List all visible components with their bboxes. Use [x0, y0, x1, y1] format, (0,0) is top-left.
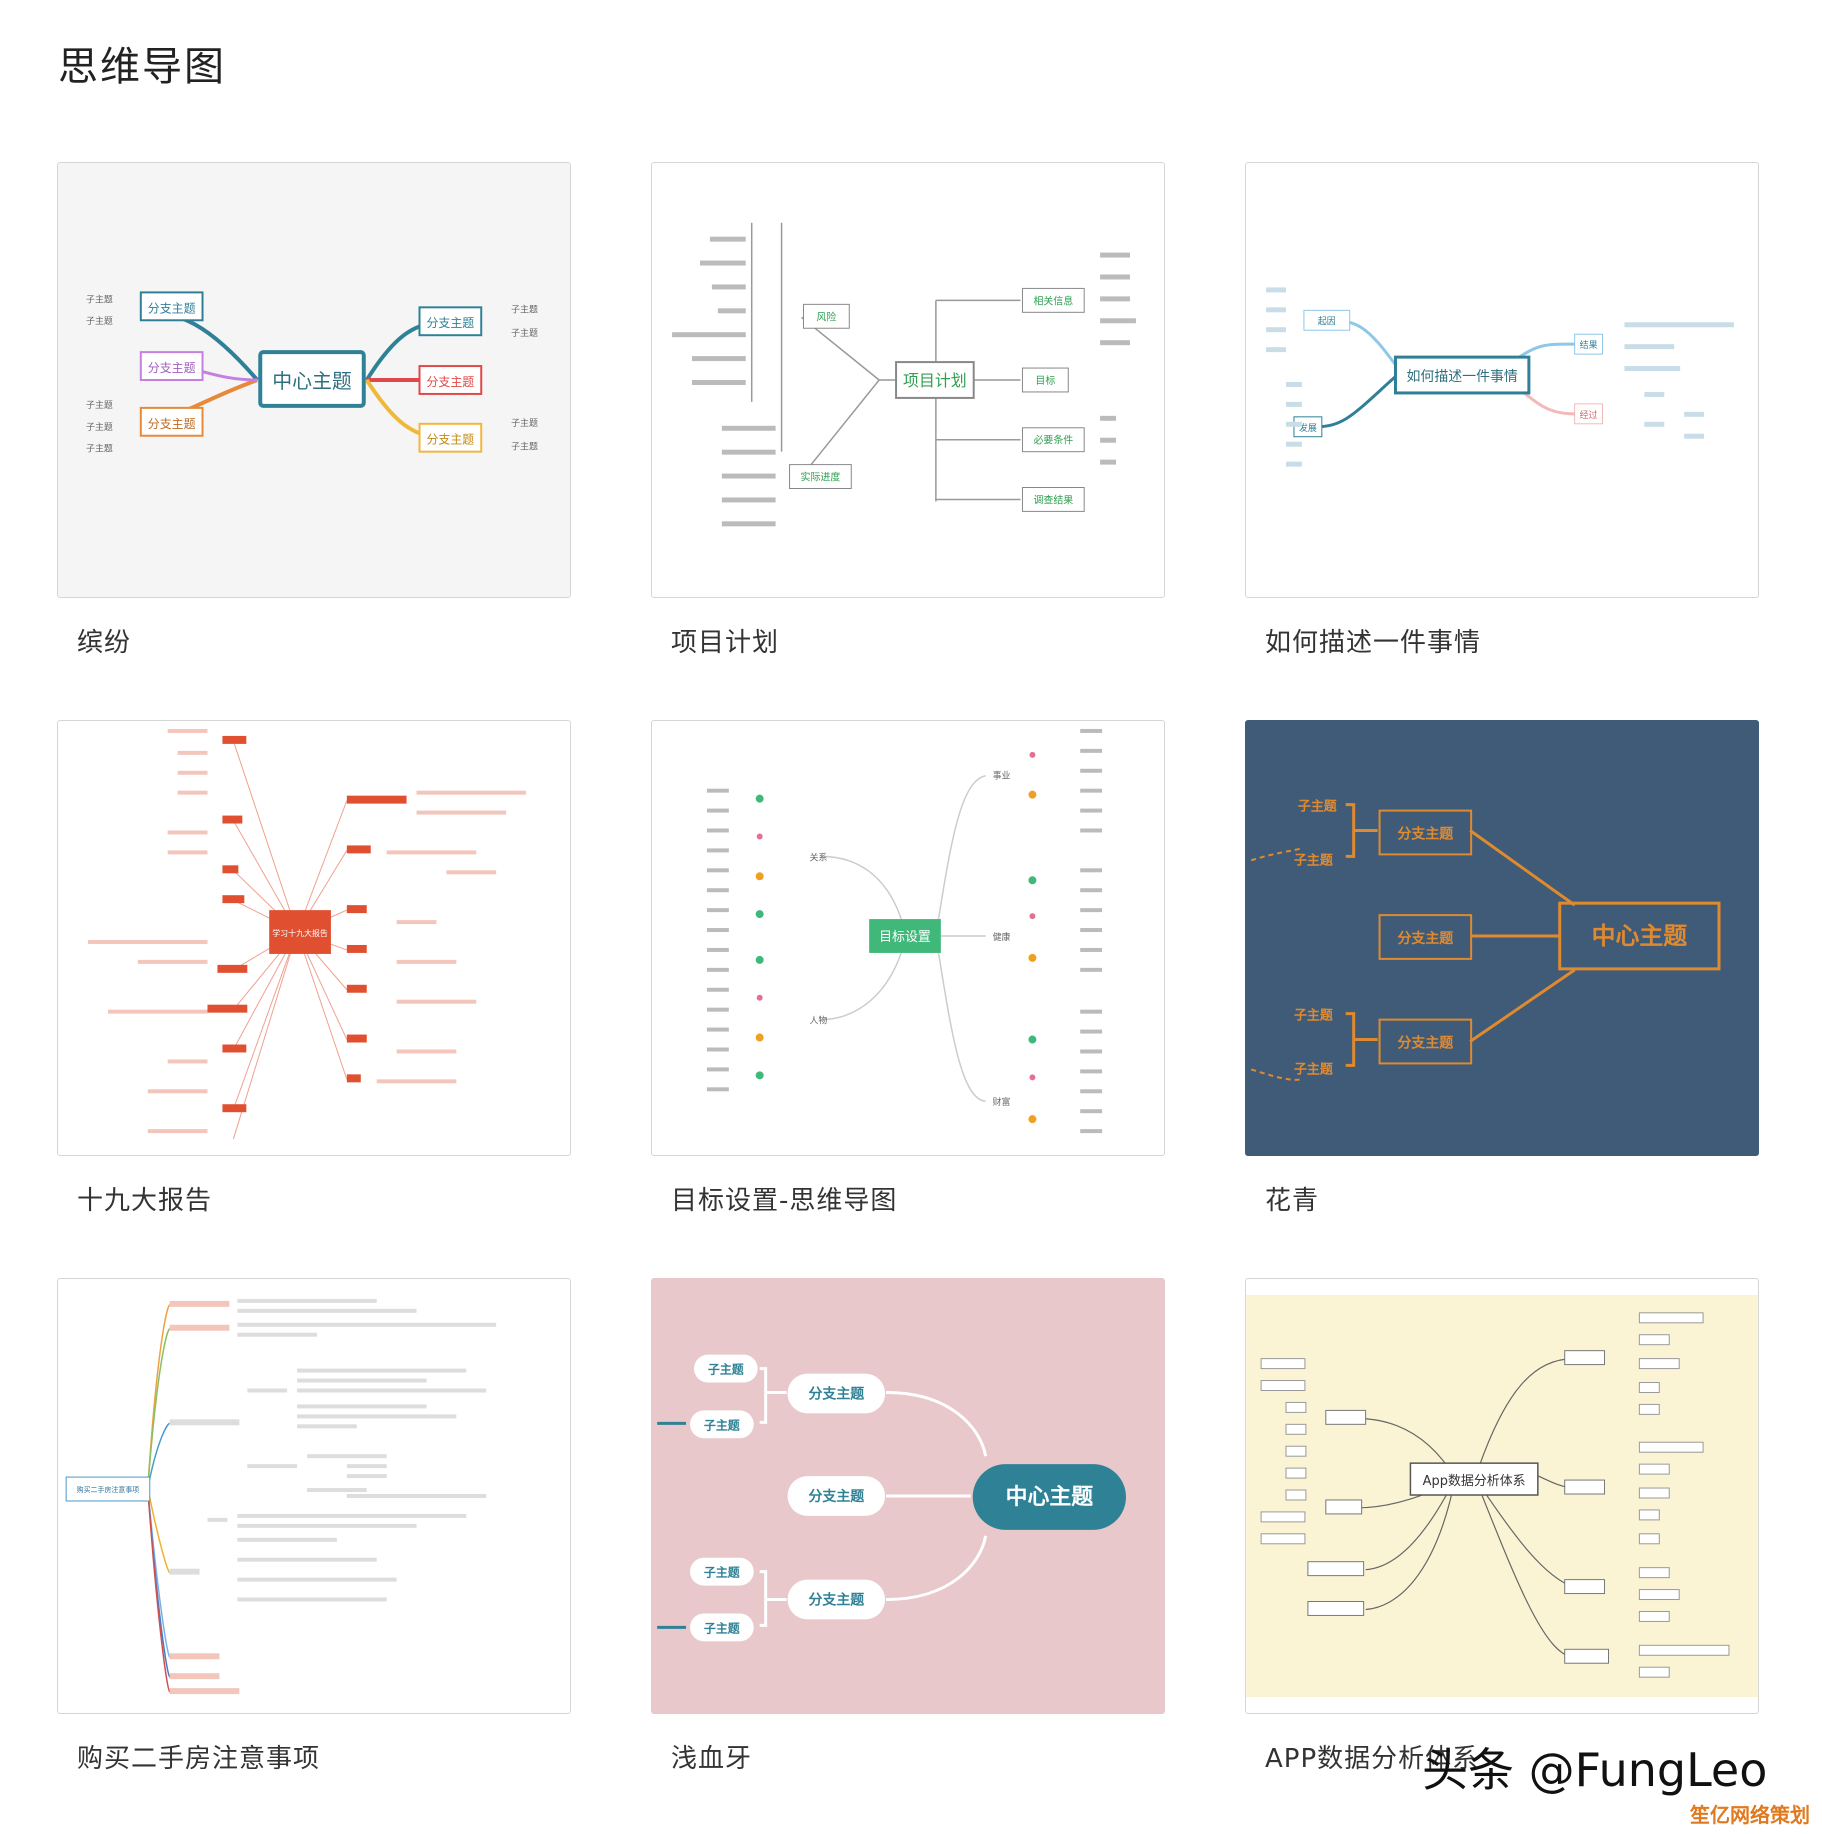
mindmap-preview: 如何描述一件事情 起因 结果 发展 经过	[1266, 287, 1734, 467]
svg-text:购买二手房注意事项: 购买二手房注意事项	[77, 1485, 140, 1494]
template-title-app-analysis[interactable]: APP数据分析体系	[1265, 1744, 1480, 1774]
svg-text:分支主题: 分支主题	[148, 361, 196, 375]
template-title-second-hand-house[interactable]: 购买二手房注意事项	[77, 1744, 321, 1774]
mindmap-preview: 项目计划 风险 相关信息 目标 必要条件 调查结果 实际进度	[672, 222, 1136, 527]
template-title-light-blood-tooth[interactable]: 浅血牙	[671, 1744, 753, 1774]
svg-text:风险: 风险	[816, 310, 836, 323]
watermark-text: 头条 @FungLeo	[1422, 1743, 1768, 1797]
svg-text:App数据分析体系: App数据分析体系	[1423, 1474, 1526, 1489]
mindmap-preview: 目标设置 事业 健康 财富 关系 人物	[706, 728, 1103, 1134]
svg-text:子主题: 子主题	[1294, 1061, 1333, 1077]
mindmap-preview: 学习十九大报告	[88, 728, 527, 1140]
svg-text:调查结果: 调查结果	[1033, 493, 1073, 506]
svg-text:分支主题: 分支主题	[808, 1488, 864, 1505]
mindmap-preview: 中心主题 分支主题 分支主题 分支主题 子主题 子主题 子主题 子主题	[657, 1354, 1126, 1642]
svg-text:项目计划: 项目计划	[903, 371, 967, 390]
svg-text:学习十九大报告: 学习十九大报告	[272, 928, 328, 938]
svg-text:子主题: 子主题	[511, 417, 538, 429]
svg-text:人物: 人物	[809, 1015, 827, 1027]
svg-text:子主题: 子主题	[86, 443, 113, 455]
svg-text:子主题: 子主题	[704, 1620, 740, 1635]
svg-text:事业: 事业	[993, 770, 1011, 782]
svg-text:子主题: 子主题	[511, 327, 538, 339]
svg-text:起因: 起因	[1318, 316, 1336, 327]
svg-text:分支主题: 分支主题	[1398, 930, 1454, 947]
template-card-huaqing[interactable]: 中心主题 分支主题 分支主题 分支主题 子主题 子主题 子主题 子主题	[1245, 720, 1759, 1156]
template-title-describe-event[interactable]: 如何描述一件事情	[1265, 628, 1482, 658]
template-title-project-plan[interactable]: 项目计划	[671, 628, 780, 658]
svg-text:中心主题: 中心主题	[1006, 1485, 1094, 1510]
svg-text:实际进度: 实际进度	[801, 471, 841, 484]
svg-text:子主题: 子主题	[86, 315, 113, 327]
svg-text:健康: 健康	[993, 931, 1011, 943]
template-card-describe-event[interactable]: 如何描述一件事情 起因 结果 发展 经过	[1245, 162, 1759, 598]
page-title: 思维导图	[58, 44, 226, 90]
svg-text:子主题: 子主题	[511, 441, 538, 453]
mindmap-preview: 购买二手房注意事项	[65, 1298, 497, 1695]
svg-text:如何描述一件事情: 如何描述一件事情	[1406, 369, 1517, 385]
svg-text:子主题: 子主题	[511, 303, 538, 315]
mindmap-preview: App数据分析体系	[1246, 1294, 1758, 1698]
svg-text:发展: 发展	[1299, 422, 1317, 434]
svg-text:经过: 经过	[1580, 409, 1598, 421]
template-card-project-plan[interactable]: 项目计划 风险 相关信息 目标 必要条件 调查结果 实际进度	[651, 162, 1165, 598]
svg-text:必要条件: 必要条件	[1033, 434, 1073, 447]
svg-text:分支主题: 分支主题	[426, 433, 474, 447]
svg-text:中心主题: 中心主题	[1592, 922, 1688, 950]
svg-text:分支主题: 分支主题	[808, 1592, 864, 1609]
corner-mark: 笙亿网络策划	[1690, 1803, 1810, 1827]
svg-text:子主题: 子主题	[86, 293, 113, 305]
svg-text:子主题: 子主题	[704, 1417, 740, 1432]
svg-text:关系: 关系	[809, 851, 827, 863]
template-title-colorful[interactable]: 缤纷	[77, 628, 132, 658]
template-card-light-blood-tooth[interactable]: 中心主题 分支主题 分支主题 分支主题 子主题 子主题 子主题 子主题	[651, 1278, 1165, 1714]
template-title-huaqing[interactable]: 花青	[1265, 1186, 1320, 1216]
svg-text:分支主题: 分支主题	[1398, 1034, 1454, 1051]
mindmap-preview: 中心主题 分支主题 分支主题 分支主题 子主题 子主题 子主题 子主题	[1250, 799, 1721, 1081]
svg-text:子主题: 子主题	[86, 421, 113, 433]
svg-text:分支主题: 分支主题	[808, 1385, 864, 1402]
svg-text:子主题: 子主题	[1294, 852, 1333, 868]
template-card-report[interactable]: 学习十九大报告	[57, 720, 571, 1156]
template-card-second-hand-house[interactable]: 购买二手房注意事项	[57, 1278, 571, 1714]
svg-text:目标: 目标	[1035, 375, 1055, 387]
svg-text:分支主题: 分支主题	[426, 316, 474, 330]
template-card-colorful[interactable]: 中心主题 分支主题 分支主题 分支主题 分支主题 分支主题 分支主题 子主题 子…	[57, 162, 571, 598]
svg-text:分支主题: 分支主题	[1398, 825, 1454, 842]
svg-text:子主题: 子主题	[708, 1362, 744, 1377]
template-title-report[interactable]: 十九大报告	[77, 1186, 213, 1216]
svg-text:目标设置: 目标设置	[879, 930, 931, 945]
svg-text:子主题: 子主题	[704, 1565, 740, 1580]
svg-text:结果: 结果	[1580, 339, 1598, 351]
svg-text:分支主题: 分支主题	[426, 375, 474, 389]
template-title-goal-setting[interactable]: 目标设置-思维导图	[671, 1186, 898, 1216]
svg-text:子主题: 子主题	[86, 399, 113, 411]
svg-text:分支主题: 分支主题	[148, 417, 196, 431]
svg-text:分支主题: 分支主题	[148, 301, 196, 315]
svg-text:财富: 财富	[993, 1096, 1011, 1108]
template-card-goal-setting[interactable]: 目标设置 事业 健康 财富 关系 人物	[651, 720, 1165, 1156]
svg-text:相关信息: 相关信息	[1033, 294, 1073, 307]
center-topic: 中心主题	[272, 370, 352, 393]
mindmap-preview: 中心主题 分支主题 分支主题 分支主题 分支主题 分支主题 分支主题 子主题 子…	[86, 291, 538, 455]
svg-text:子主题: 子主题	[1294, 1008, 1333, 1024]
svg-text:子主题: 子主题	[1298, 799, 1337, 815]
template-card-app-analysis[interactable]: App数据分析体系	[1245, 1278, 1759, 1714]
